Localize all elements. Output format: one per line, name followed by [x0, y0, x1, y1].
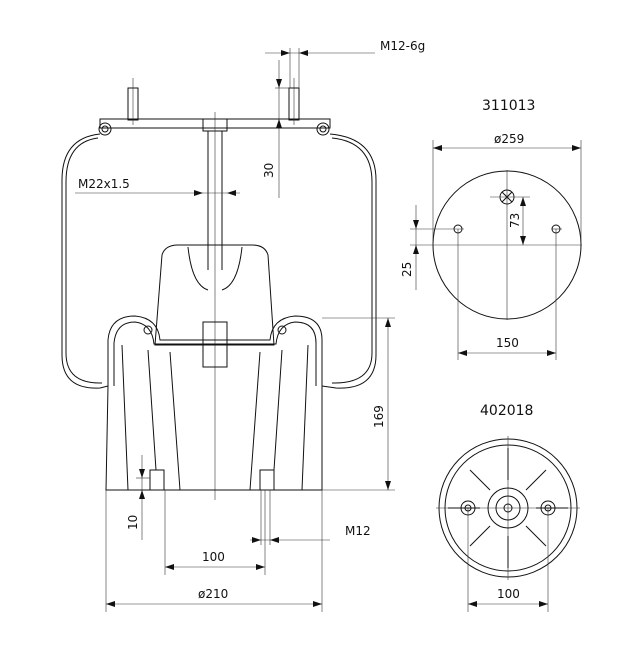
- top-plate-part-number: 311013: [482, 98, 535, 114]
- thread-center-label: M22x1.5: [78, 177, 130, 191]
- right-bead-roll: [316, 122, 330, 136]
- piston-body: [105, 385, 323, 491]
- dim-100-side: 100: [202, 550, 225, 564]
- air-spring-side-view: [61, 48, 395, 612]
- thread-bottom-label: M12: [345, 524, 371, 538]
- piston-part-number: 402018: [480, 403, 533, 419]
- piston-lobes: [107, 315, 323, 386]
- dim-259: ø259: [494, 132, 524, 146]
- top-plate-view: [410, 140, 582, 360]
- dim-100-piston: 100: [497, 587, 520, 601]
- dim-210: ø210: [198, 587, 228, 601]
- bumper: [154, 244, 275, 346]
- dim-73: 73: [508, 213, 522, 228]
- bellows-outline: [61, 133, 377, 389]
- dim-10: 10: [126, 515, 140, 530]
- dim-25: 25: [400, 262, 414, 277]
- dim-169: 169: [372, 405, 386, 428]
- thread-top-label: M12-6g: [380, 39, 425, 53]
- piston-bottom-view: [436, 436, 580, 612]
- dim-150: 150: [496, 336, 519, 350]
- left-bead-roll: [98, 122, 112, 136]
- dim-30: 30: [262, 163, 276, 178]
- piston-hub: [487, 487, 529, 529]
